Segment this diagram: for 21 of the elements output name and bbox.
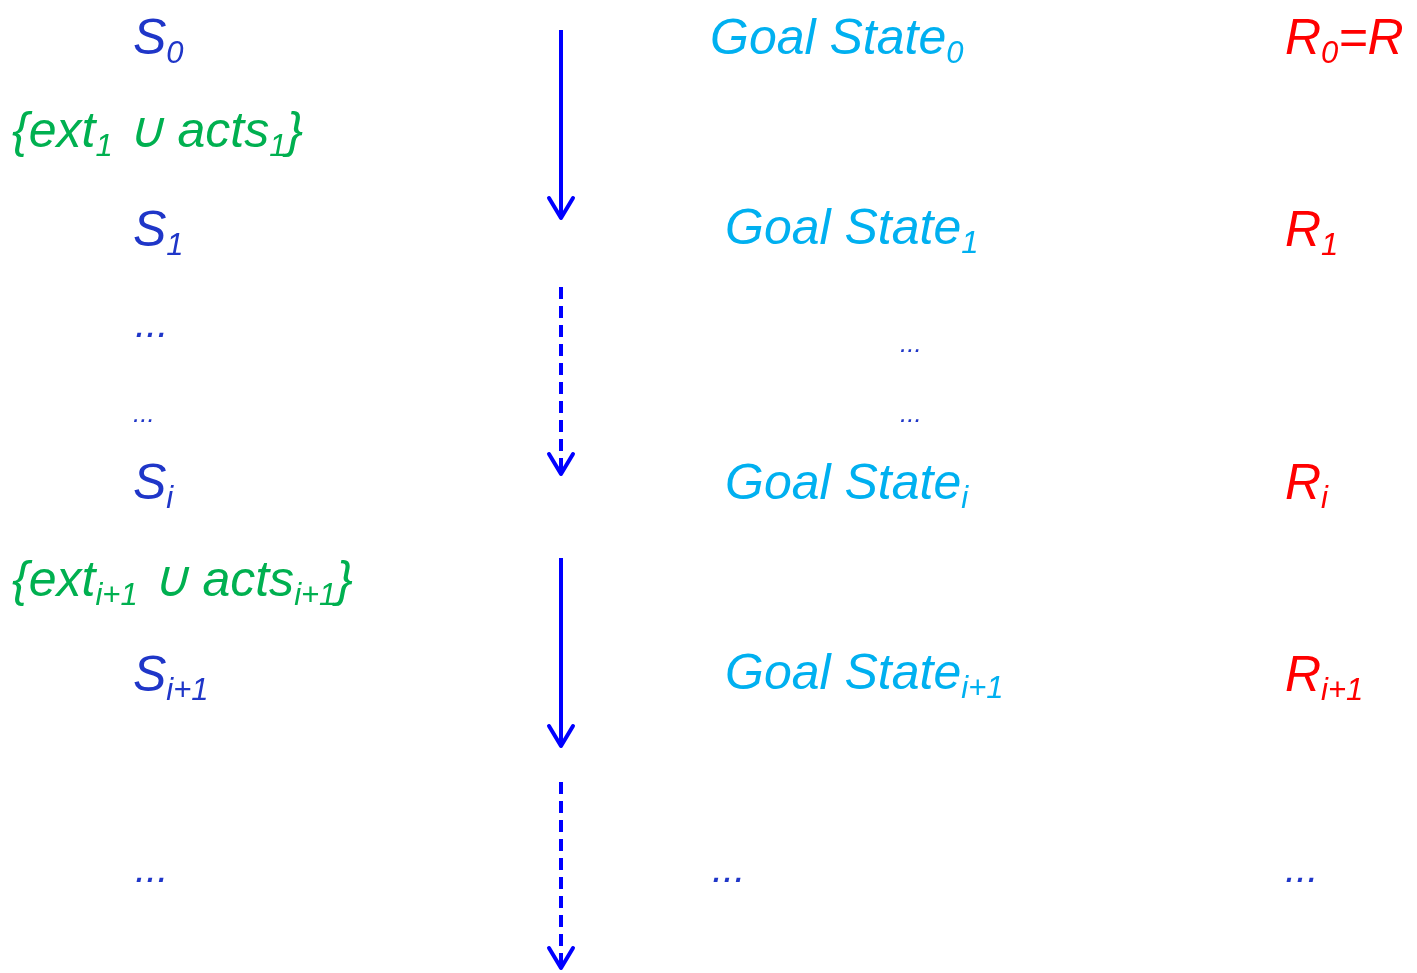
ellipsis: ... [135,846,169,890]
reward-label: R$_{i+1}$ [1285,647,1364,708]
ellipsis: ... [133,399,155,428]
goal-state-label: Goal State$_{1}$ [725,200,979,261]
event-set-label: {ext$_{i+1}$ ∪ acts$_{i+1}$} [12,552,354,613]
reward-label: R$_{0}$=R [1285,10,1404,71]
reward-label: R$_{1}$ [1285,202,1339,263]
ellipsis: ... [900,329,922,358]
reward-label: R$_{i}$ [1285,455,1328,516]
ellipsis: ... [1285,846,1319,890]
event-set-label: {ext$_{1}$ ∪ acts$_{1}$} [12,103,304,164]
state-label: S$_{i+1}$ [133,647,209,708]
state-label: S$_{0}$ [133,10,184,71]
goal-state-label: Goal State$_{i}$ [725,455,969,516]
state-label: S$_{1}$ [133,202,184,263]
ellipsis: ... [900,399,922,428]
state-label: S$_{i}$ [133,455,174,516]
goal-state-label: Goal State$_{i+1}$ [725,645,1004,706]
goal-state-label: Goal State$_{0}$ [710,10,964,71]
ellipsis: ... [135,301,169,345]
ellipsis: ... [712,846,746,890]
